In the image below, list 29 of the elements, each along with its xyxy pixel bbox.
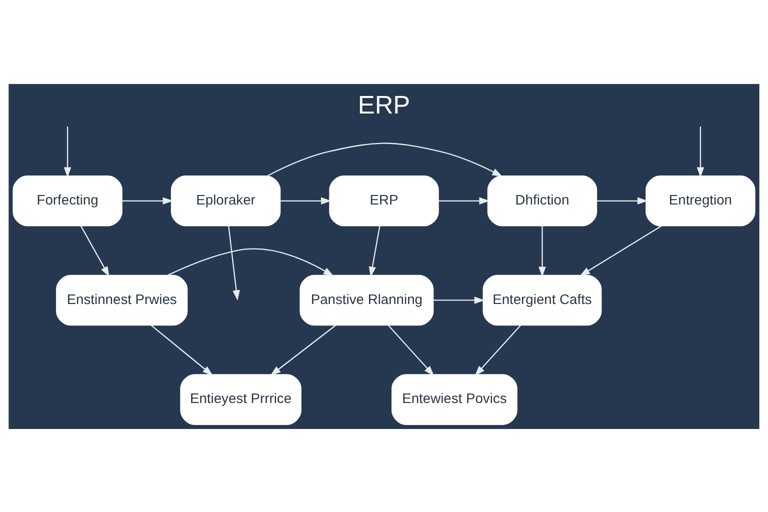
arrow — [64, 126, 72, 178]
arrow — [388, 324, 434, 376]
diagram-title: ERP — [358, 91, 410, 120]
arrow — [696, 126, 704, 178]
node-box: Enstinnest Prwies — [56, 274, 188, 326]
arrow — [538, 226, 546, 277]
node-box: Entieyest Prrrice — [180, 374, 302, 424]
node-box: Forfecting — [12, 175, 122, 226]
arrow — [80, 225, 110, 276]
arrow — [368, 225, 380, 277]
arrow — [474, 324, 521, 376]
node-box: Panstive Rlanning — [300, 274, 434, 326]
arrow — [122, 196, 174, 204]
arrow — [150, 324, 213, 376]
node-box: Entergient Cafts — [482, 274, 602, 326]
arrow — [438, 196, 490, 204]
arrow — [228, 225, 240, 300]
node-box: Entewiest Povics — [392, 374, 518, 424]
arrow — [270, 324, 336, 376]
arrow — [280, 196, 332, 204]
arrow — [267, 142, 503, 176]
arrow — [168, 248, 334, 276]
arrow — [433, 296, 485, 304]
arrow — [580, 224, 662, 276]
node-box: Dhfiction — [487, 175, 598, 226]
node-box: Entregtion — [646, 175, 756, 226]
node-box: ERP — [329, 175, 439, 226]
node-box: Eploraker — [170, 175, 281, 226]
arrow — [596, 196, 648, 204]
